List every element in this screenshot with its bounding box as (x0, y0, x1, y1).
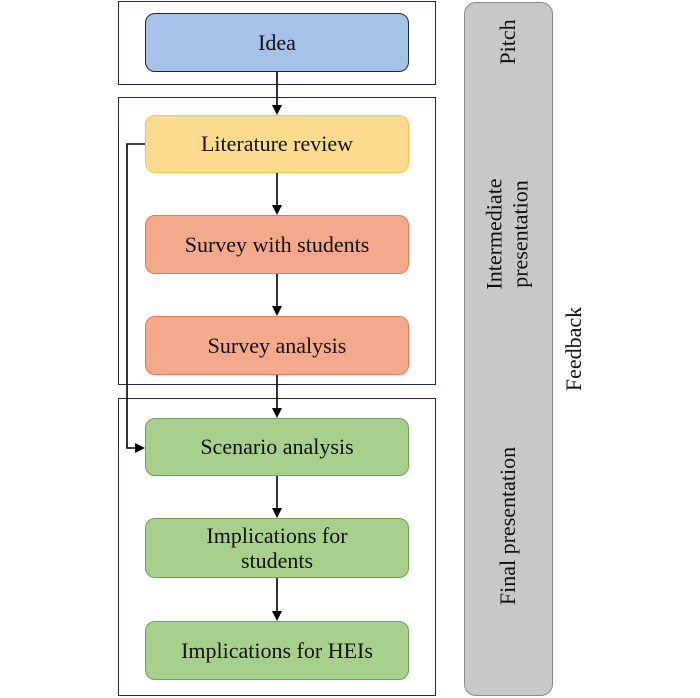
node-implications-students: Implications for students (145, 518, 409, 578)
node-survey-with-students: Survey with students (145, 215, 409, 274)
node-implications-heis: Implications for HEIs (145, 621, 409, 680)
node-literature-review: Literature review (145, 115, 409, 173)
label-pitch: Pitch (494, 19, 520, 65)
node-scenario-analysis: Scenario analysis (145, 418, 409, 476)
label-feedback: Feedback (560, 306, 586, 392)
node-survey-analysis: Survey analysis (145, 316, 409, 375)
label-final-presentation: Final presentation (494, 446, 520, 606)
arrow-literature-to-scenario (126, 143, 145, 453)
label-intermediate-presentation: Intermediate presentation (481, 178, 533, 290)
feedback-bar (464, 2, 553, 696)
node-idea: Idea (145, 13, 409, 72)
